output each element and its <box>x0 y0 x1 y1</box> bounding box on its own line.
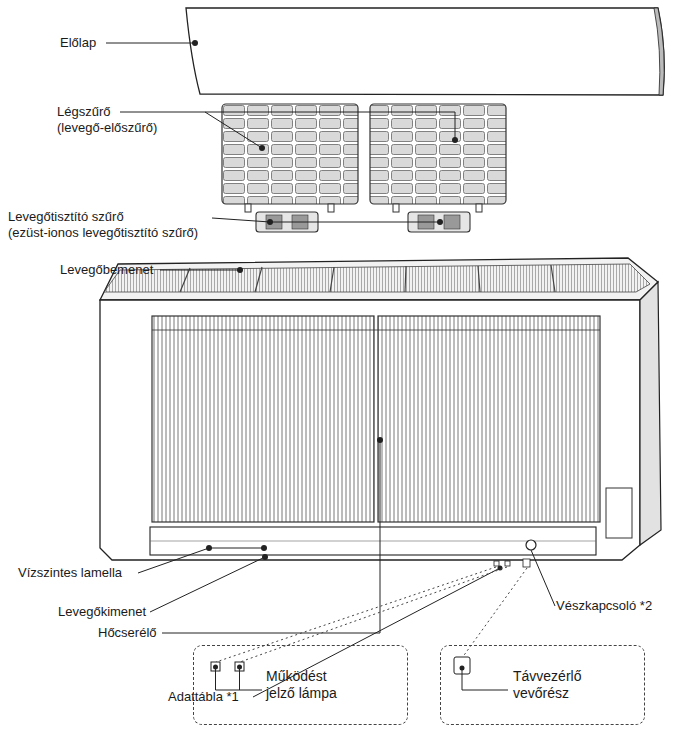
symbol-leader <box>239 667 240 690</box>
leader-line <box>138 548 264 573</box>
grille-rib <box>330 267 334 292</box>
detail-box: Működést jelző lámpa <box>193 645 408 725</box>
grille-rib <box>405 266 406 292</box>
air-filter <box>222 104 358 204</box>
box-label: Működést jelző lámpa <box>266 668 348 702</box>
air-inlet-grille <box>104 264 650 292</box>
leader-line <box>205 112 262 148</box>
unit-side <box>640 282 661 545</box>
front-panel <box>186 8 664 95</box>
receiver-window <box>523 559 530 567</box>
heat-exchanger <box>378 316 600 522</box>
leader-line <box>531 550 555 606</box>
unit-top <box>100 258 658 300</box>
leader-dot <box>213 665 218 670</box>
grille-rib <box>255 267 262 292</box>
filter-tab <box>393 204 399 212</box>
symbol-leader <box>216 667 263 690</box>
box-label: Távvezérlő vevőrész <box>513 668 595 702</box>
unit-front <box>100 300 640 560</box>
horizontal-louver <box>150 527 596 555</box>
leader-dot <box>259 145 265 151</box>
filter-tab <box>328 204 334 212</box>
leader-dot <box>452 137 458 143</box>
operation-lamp <box>494 561 499 566</box>
front-panel-edge <box>654 8 664 95</box>
grille-rib <box>478 266 480 292</box>
purifier-cell <box>444 215 460 229</box>
grille-rib <box>551 265 555 292</box>
air-filter <box>370 104 506 204</box>
control-cover <box>606 488 632 538</box>
leader-dot <box>206 545 212 551</box>
exchanger-edge <box>152 330 600 331</box>
part-label: Előlap <box>60 35 180 51</box>
leader-line <box>455 112 456 140</box>
leader-dot <box>261 545 267 551</box>
part-label: Adattábla *1 <box>168 689 268 705</box>
leader-line <box>270 222 440 223</box>
heat-exchanger <box>152 316 374 522</box>
leader-line <box>212 218 270 222</box>
leader-dot <box>377 437 383 443</box>
operation-lamp <box>505 561 510 566</box>
leader-dot <box>262 554 268 560</box>
part-label: Levegőbemenet <box>60 262 180 278</box>
leader-line <box>106 43 195 44</box>
leader-line <box>160 270 240 271</box>
part-label: Levegőkimenet <box>58 604 168 620</box>
guide-line <box>240 567 507 662</box>
leader-line <box>150 557 265 612</box>
leader-dot <box>267 219 273 225</box>
leader-line <box>120 112 455 113</box>
part-label: Hőcserélő <box>98 625 188 641</box>
part-label: Vészkapcsoló *2 <box>556 598 681 614</box>
leader-line <box>162 440 380 633</box>
filter-tab <box>245 204 251 212</box>
leader-dot <box>498 566 503 571</box>
part-label: Légszűrő (levegő-előszűrő) <box>57 104 169 136</box>
guide-line <box>216 567 496 662</box>
detail-box: Távvezérlő vevőrész <box>440 645 645 725</box>
part-label: Levegőtisztító szűrő (ezüst-ionos levegő… <box>8 209 213 241</box>
grille-rib <box>180 268 190 292</box>
leader-dot <box>237 267 243 273</box>
leader-dot <box>437 219 443 225</box>
part-label: Vízszintes lamella <box>18 565 148 581</box>
leader-dot <box>460 666 465 671</box>
leader-dot <box>237 665 242 670</box>
symbol-leader <box>462 668 508 690</box>
emergency-switch <box>526 540 536 550</box>
filter-tab <box>476 204 482 212</box>
